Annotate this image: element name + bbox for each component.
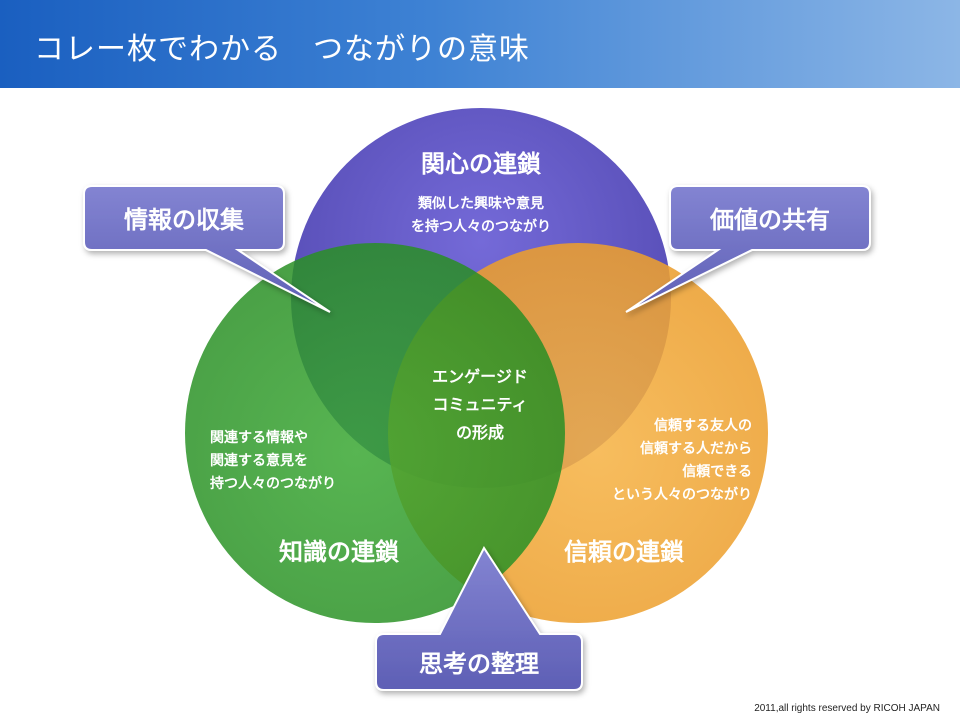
knowledge-circle	[185, 243, 565, 623]
knowledge-title: 知識の連鎖	[279, 538, 400, 566]
page-title: コレー枚でわかる つながりの意味	[34, 32, 530, 67]
knowledge-desc-line: 持つ人々のつながり	[210, 475, 336, 492]
callout-value	[625, 185, 871, 313]
title-bar: コレー枚でわかる つながりの意味	[0, 0, 960, 88]
interest-desc-line: 類似した興味や意見	[417, 195, 544, 212]
interest-desc-line: を持つ人々のつながり	[411, 218, 551, 235]
interest-title: 関心の連鎖	[421, 150, 542, 178]
callout-thinking-label: 思考の整理	[419, 650, 539, 678]
callout-info	[83, 185, 331, 313]
trust-desc-line: という人々のつながり	[612, 486, 752, 503]
callout-info-label: 情報の収集	[124, 206, 245, 234]
copyright-footer: 2011,all rights reserved by RICOH JAPAN	[754, 703, 940, 714]
callout-value-label: 価値の共有	[709, 206, 830, 234]
center-line: エンゲージド	[432, 367, 528, 386]
center-line: コミュニティ	[432, 395, 527, 414]
trust-title: 信頼の連鎖	[564, 538, 685, 566]
knowledge-desc-line: 関連する情報や	[210, 429, 308, 446]
center-line: の形成	[456, 423, 504, 442]
trust-desc-line: 信頼する友人の	[654, 417, 752, 434]
callout-thinking	[375, 546, 583, 691]
trust-desc-line: 信頼する人だから	[640, 440, 752, 457]
trust-desc-line: 信頼できる	[682, 463, 752, 480]
knowledge-desc-line: 関連する意見を	[210, 452, 308, 469]
